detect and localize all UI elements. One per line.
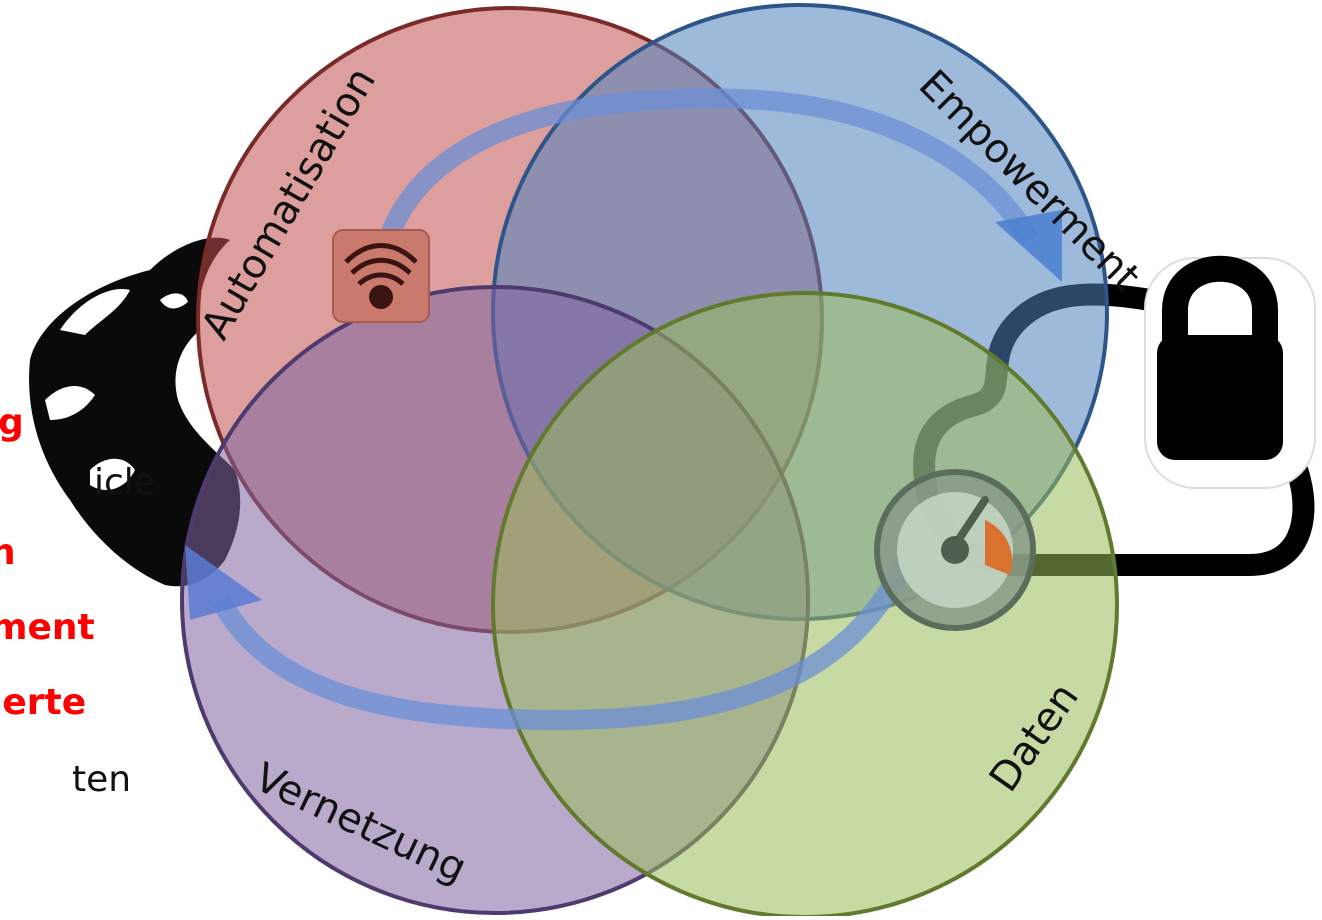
left-text-line: ment [0, 607, 95, 648]
left-text-line: g [0, 402, 24, 443]
wifi-icon [332, 229, 430, 323]
gauge-icon [874, 469, 1036, 631]
globe-icon [29, 237, 241, 587]
cycle-arrow-top-head [995, 210, 1062, 282]
circle-daten [491, 291, 1119, 919]
left-text-line: icle [94, 462, 156, 503]
left-text-line: n [0, 532, 16, 573]
cycle-arrow-top [375, 88, 1039, 253]
left-text-line: ierte [0, 682, 87, 723]
lock-icon [1144, 255, 1316, 489]
venn-circles [180, 3, 1119, 919]
cycle-arrow-bottom [211, 555, 915, 731]
cycle-arrow-bottom-head [185, 545, 262, 620]
left-text-line: ten [72, 759, 132, 800]
